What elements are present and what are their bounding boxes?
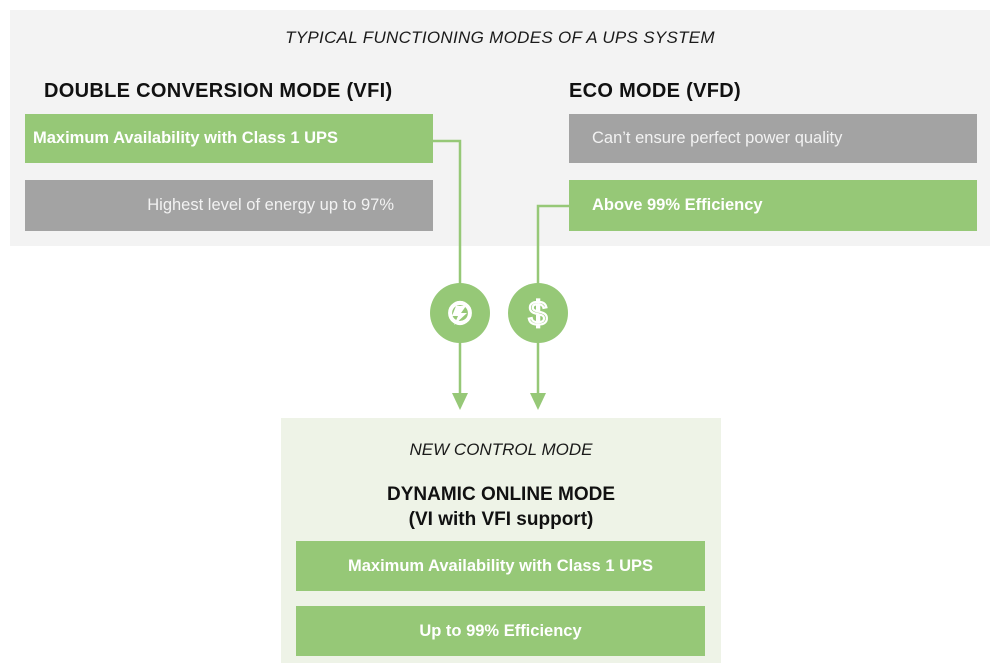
double-conversion-energy-box: Highest level of energy up to 97% [25, 180, 433, 231]
dynamic-availability-box: Maximum Availability with Class 1 UPS [296, 541, 705, 591]
dynamic-online-mode-subtitle: (VI with VFI support) [408, 509, 594, 530]
right-arrowhead [530, 393, 546, 410]
dynamic-availability-text: Maximum Availability with Class 1 UPS [347, 556, 654, 575]
diagram-title: TYPICAL FUNCTIONING MODES OF A UPS SYSTE… [285, 28, 715, 47]
new-control-mode-label: NEW CONTROL MODE [409, 440, 593, 459]
left-connector-line [433, 139, 462, 395]
dollar-icon: $ [508, 283, 568, 343]
double-conversion-heading: DOUBLE CONVERSION MODE (VFI) [44, 80, 393, 102]
availability-plug-icon [430, 283, 490, 343]
dynamic-efficiency-box: Up to 99% Efficiency [296, 606, 705, 656]
eco-power-quality-box: Can’t ensure perfect power quality [569, 114, 977, 163]
svg-text:$: $ [529, 295, 548, 333]
double-conversion-availability-box: Maximum Availability with Class 1 UPS [25, 114, 433, 163]
double-conversion-availability-text: Maximum Availability with Class 1 UPS [33, 129, 339, 147]
left-arrowhead [452, 393, 468, 410]
eco-efficiency-text: Above 99% Efficiency [592, 196, 763, 214]
dynamic-efficiency-text: Up to 99% Efficiency [419, 621, 582, 640]
eco-mode-heading: ECO MODE (VFD) [569, 80, 741, 102]
eco-power-quality-text: Can’t ensure perfect power quality [592, 129, 843, 147]
eco-efficiency-box: Above 99% Efficiency [569, 180, 977, 231]
dynamic-online-mode-title: DYNAMIC ONLINE MODE [387, 484, 615, 505]
double-conversion-energy-text: Highest level of energy up to 97% [147, 196, 394, 214]
